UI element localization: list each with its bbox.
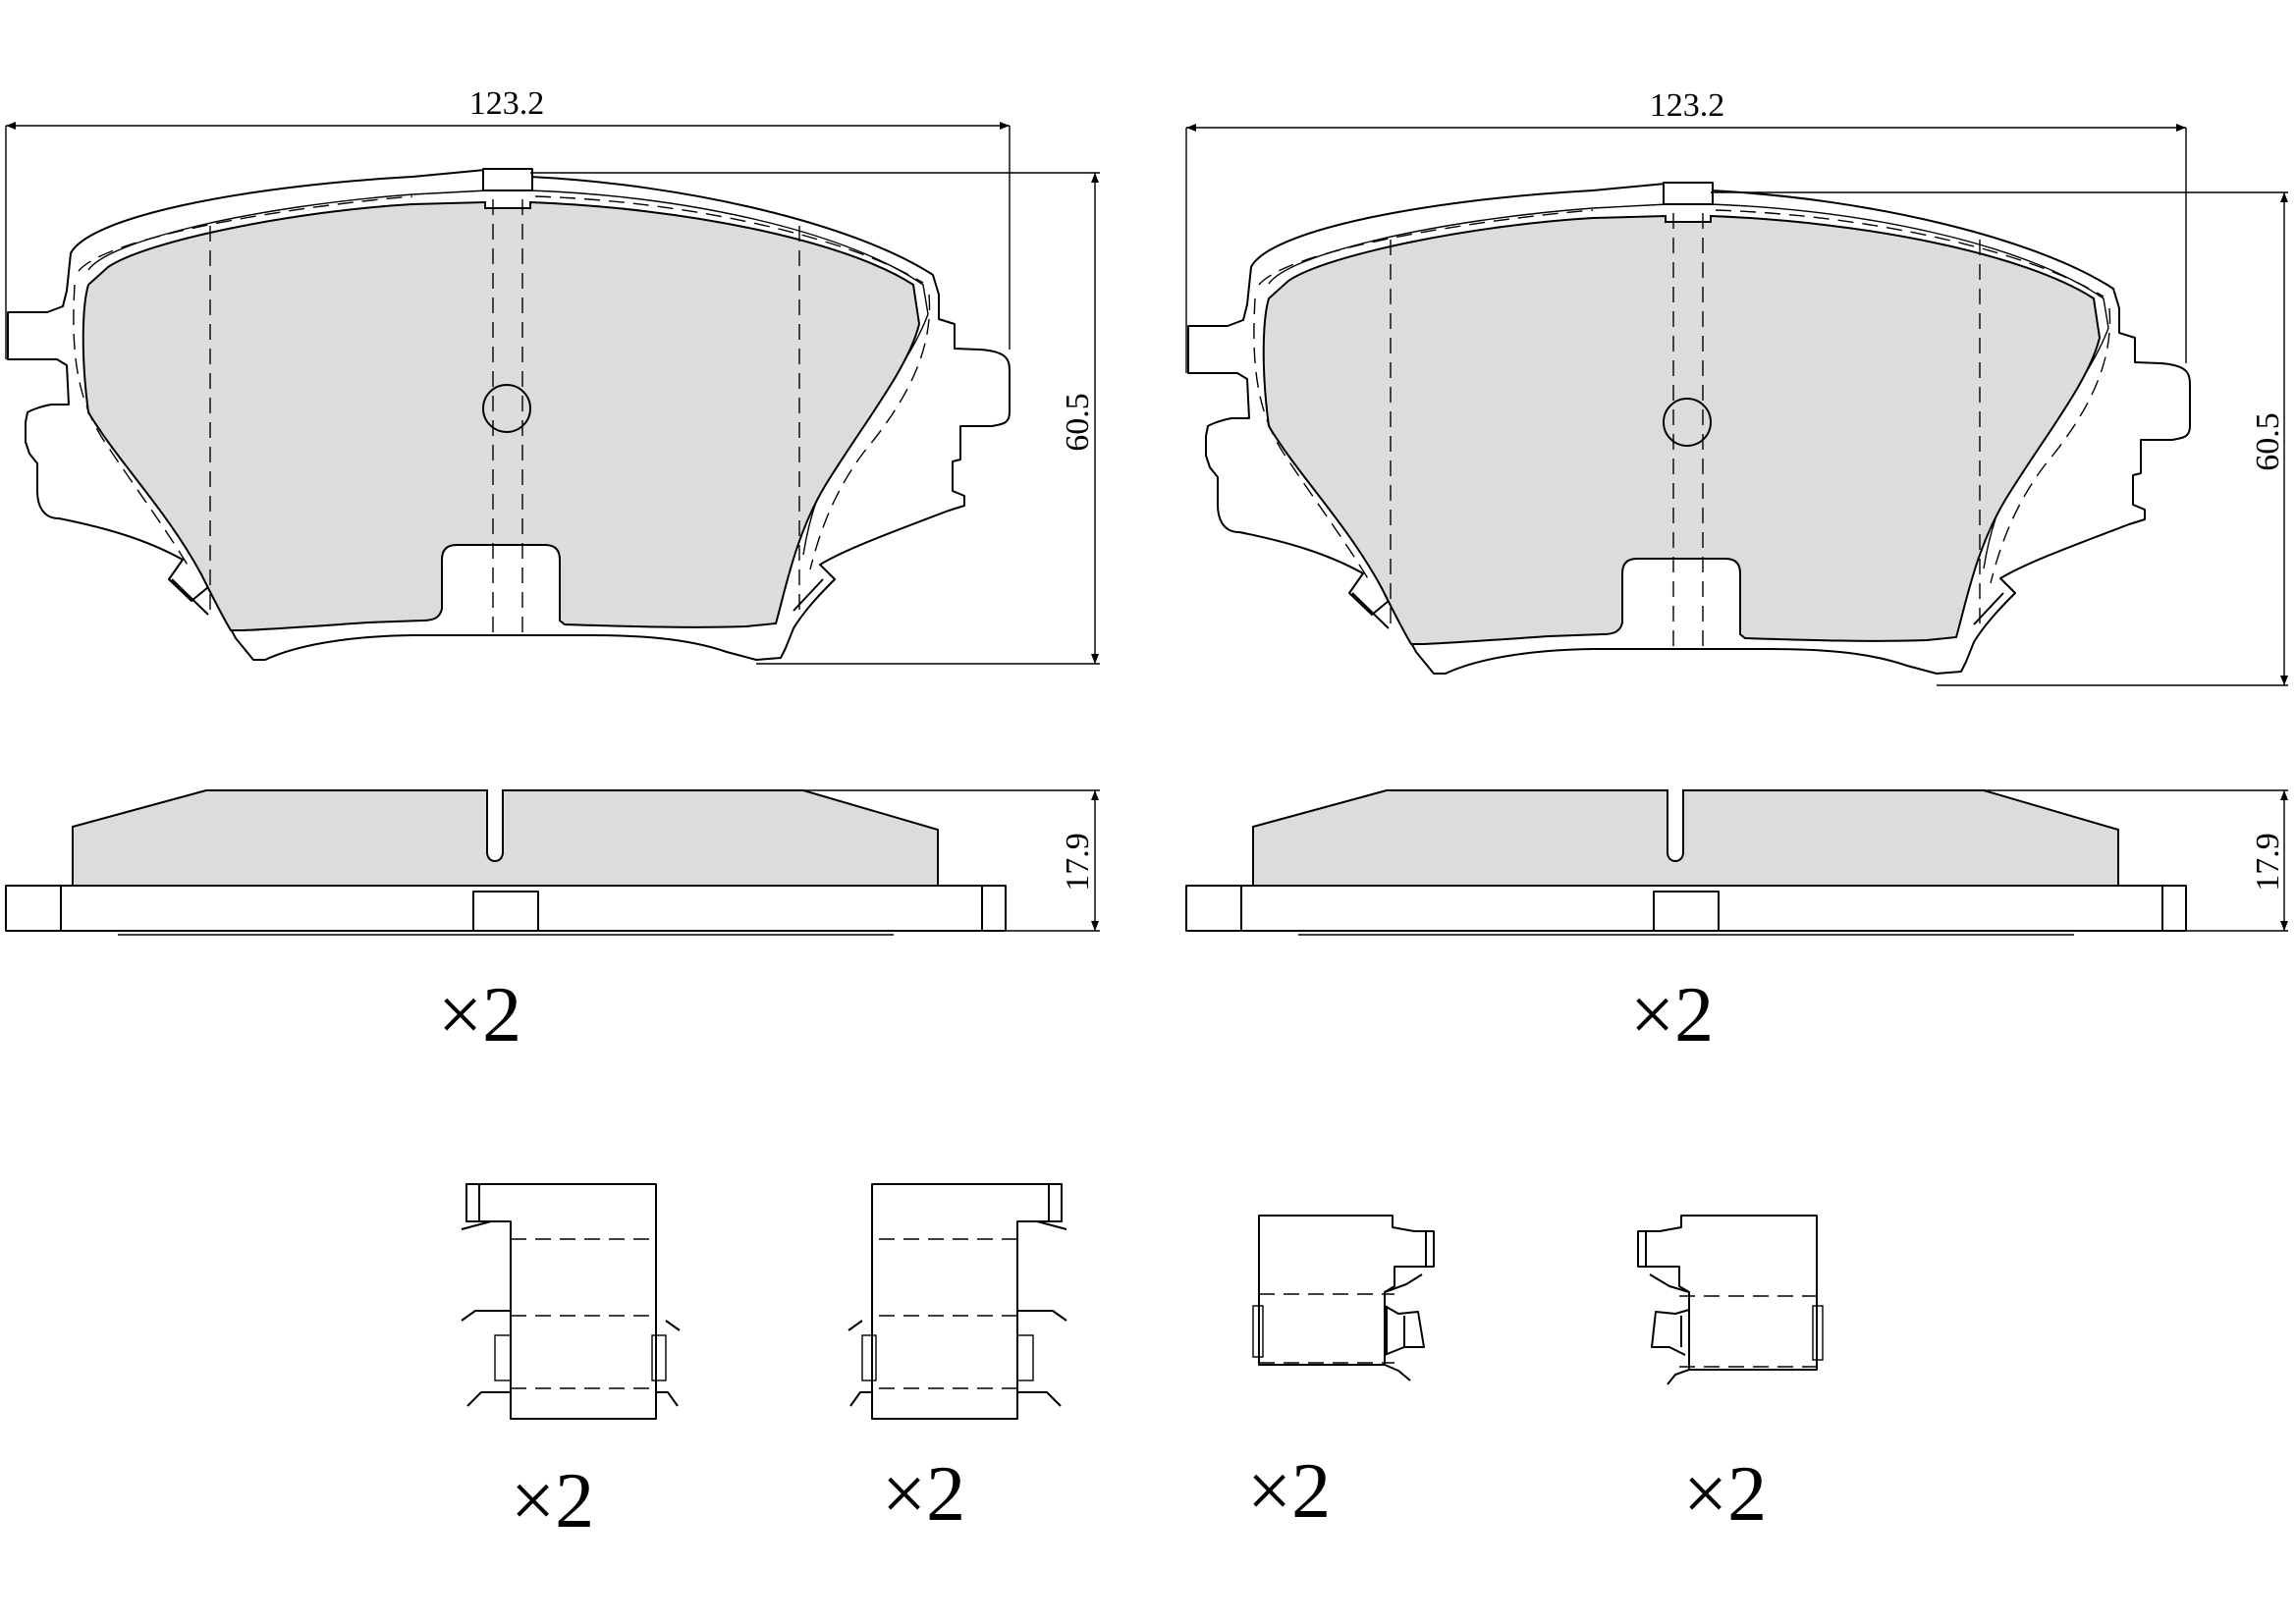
clip-1-quantity: ×2 bbox=[511, 1458, 594, 1544]
width-label: 123.2 bbox=[469, 85, 545, 122]
clip-3-quantity: ×2 bbox=[1247, 1448, 1331, 1535]
clip-4 bbox=[1637, 1215, 1824, 1385]
thickness-label: 17.9 bbox=[1060, 833, 1096, 892]
height-label: 60.5 bbox=[1060, 393, 1096, 452]
thickness-dimension-right: 17.9 bbox=[1984, 789, 2288, 932]
pad-right-side-view bbox=[1185, 789, 2187, 936]
pad-right-front-view bbox=[1187, 182, 2191, 675]
clip-2 bbox=[847, 1183, 1067, 1420]
height-dimension-left: 60.5 bbox=[530, 172, 1100, 665]
width-dimension-right: 123.2 bbox=[1185, 87, 2187, 373]
pad-left-side-view bbox=[5, 789, 1007, 936]
pad-right-quantity: ×2 bbox=[1630, 972, 1714, 1058]
clip-1 bbox=[461, 1183, 681, 1420]
width-dimension-left: 123.2 bbox=[5, 85, 1011, 359]
thickness-dimension-left: 17.9 bbox=[803, 789, 1100, 932]
width-label: 123.2 bbox=[1650, 87, 1725, 124]
clip-4-quantity: ×2 bbox=[1683, 1451, 1767, 1538]
pad-left-quantity: ×2 bbox=[438, 972, 521, 1058]
height-dimension-right: 60.5 bbox=[1711, 191, 2288, 686]
thickness-label: 17.9 bbox=[2250, 833, 2286, 892]
pad-left-front-view bbox=[7, 168, 1011, 661]
clip-3 bbox=[1252, 1215, 1435, 1381]
clip-2-quantity: ×2 bbox=[882, 1451, 965, 1538]
height-label: 60.5 bbox=[2250, 412, 2286, 471]
